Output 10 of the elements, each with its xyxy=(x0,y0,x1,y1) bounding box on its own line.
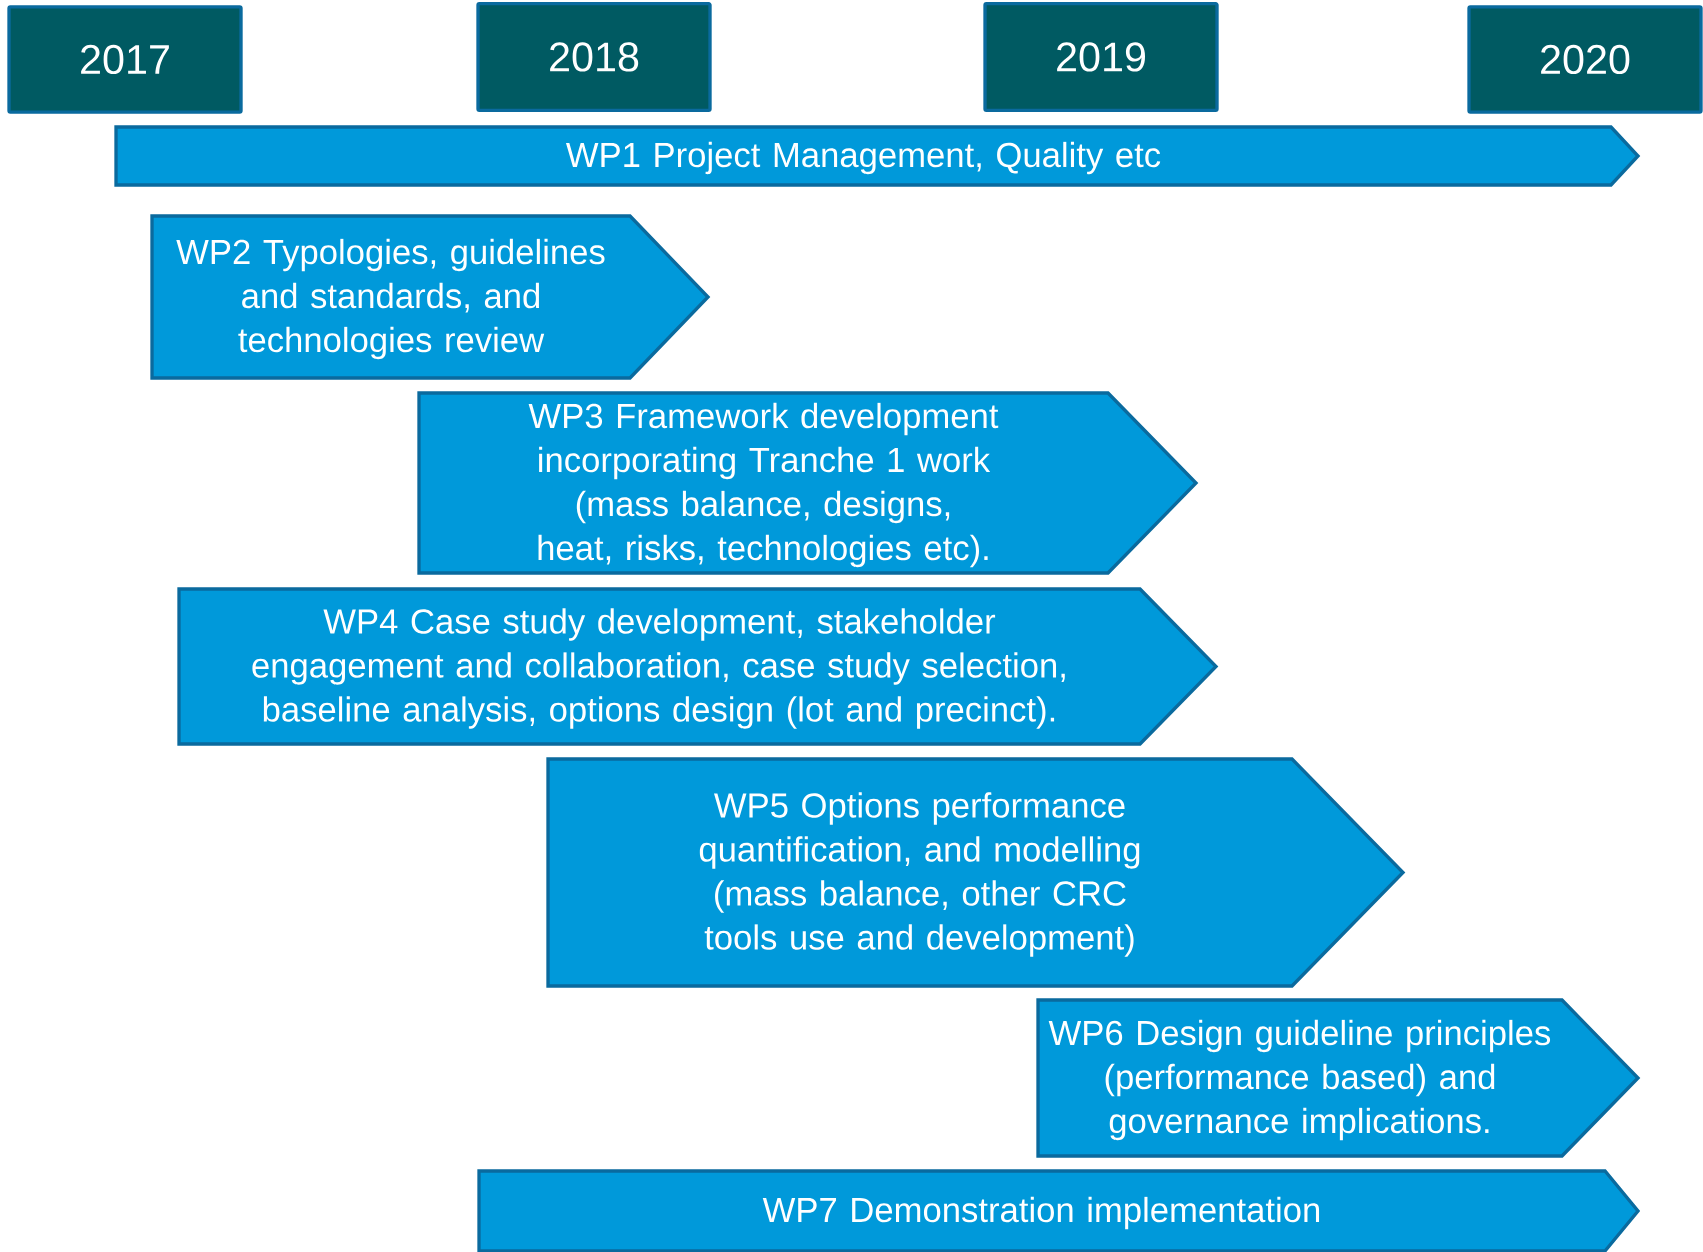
year-box: 2018 xyxy=(476,2,712,112)
arrow-box: WP2 Typologies, guidelines and standards, and technologies review xyxy=(150,214,711,380)
year-box: 2017 xyxy=(7,5,243,114)
arrow-box: WP5 Options performance quantification, and modelling (mass balance, other CRC tools use and development) xyxy=(546,757,1406,988)
year-box: 2019 xyxy=(983,2,1219,112)
arrow-box: WP4 Case study development, stakeholder engagement and collaboration, case study selection, baseline analysis, options design (lot and precinct). xyxy=(177,587,1219,746)
arrow-box: WP6 Design guideline principles (performance based) and governance implications. xyxy=(1036,998,1641,1158)
arrow-box: WP7 Demonstration implementation xyxy=(477,1169,1641,1252)
year-box: 2020 xyxy=(1467,5,1703,114)
arrow-box: WP3 Framework development incorporating Tranche 1 work (mass balance, designs, heat, risks, technologies etc). xyxy=(417,391,1199,575)
